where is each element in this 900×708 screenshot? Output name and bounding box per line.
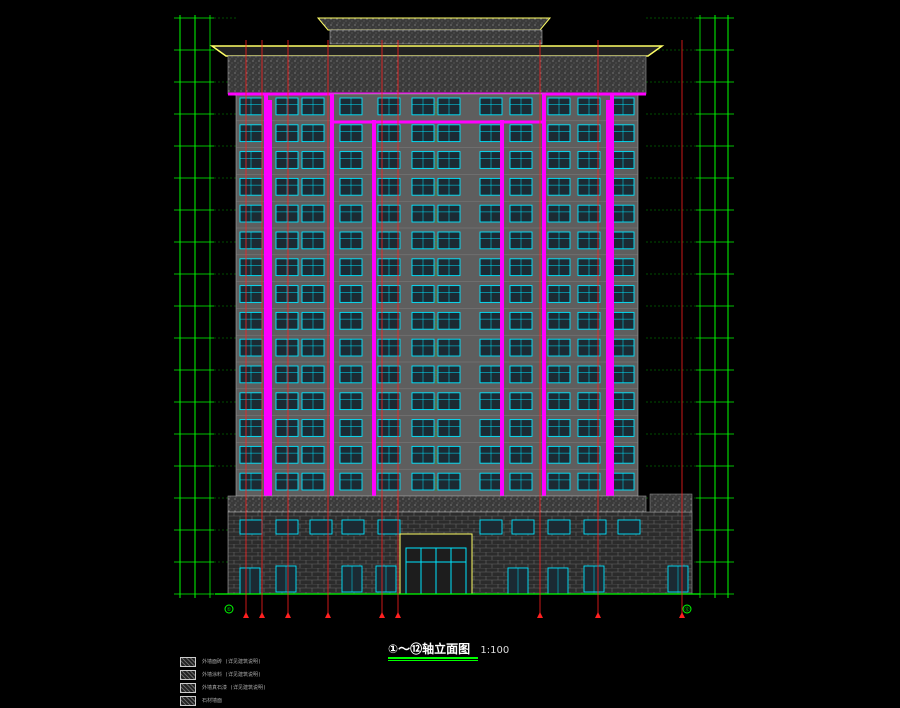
annotation-leaders: [243, 40, 685, 618]
legend-item: 外墙面砖 (详见建筑说明): [180, 656, 266, 667]
leader-marker: [537, 612, 543, 618]
legend-text: 外墙涂料 (详见建筑说明): [202, 672, 262, 678]
pillar: [542, 94, 546, 496]
title-underline: [388, 657, 478, 659]
legend-item: 石材墙面: [180, 695, 266, 706]
title-scale: 1:100: [480, 645, 510, 656]
legend-swatch: [180, 669, 196, 680]
legend-swatch: [180, 656, 196, 667]
leader-marker: [679, 612, 685, 618]
leader-marker: [325, 612, 331, 618]
legend-swatch: [180, 682, 196, 693]
drawing-title: ①～⑫轴立面图 1:100: [388, 640, 509, 657]
pillar: [372, 120, 376, 496]
podium-window: [239, 519, 263, 535]
podium-window: [547, 519, 571, 535]
left-dimension-chain: [174, 15, 236, 598]
pillar: [500, 120, 504, 496]
leader-marker: [379, 612, 385, 618]
legend-text: 外墙面砖 (详见建筑说明): [202, 659, 262, 665]
leader-marker: [285, 612, 291, 618]
material-legend: 外墙面砖 (详见建筑说明) 外墙涂料 (详见建筑说明) 外墙真石漆 (详见建筑说…: [180, 656, 266, 708]
legend-text: 石材墙面: [202, 698, 223, 704]
pillar: [264, 94, 268, 496]
podium-window: [275, 519, 299, 535]
leader-marker: [595, 612, 601, 618]
pillar: [606, 100, 610, 496]
podium-window: [377, 519, 401, 535]
podium: [215, 493, 700, 595]
leader-marker: [259, 612, 265, 618]
podium-window: [479, 519, 503, 535]
axis-label-left: ①: [227, 607, 232, 613]
roof-crown: [209, 17, 665, 96]
pillar: [610, 94, 614, 496]
legend-text: 外墙真石漆 (详见建筑说明): [202, 685, 267, 691]
legend-item: 外墙涂料 (详见建筑说明): [180, 669, 266, 680]
leader-marker: [395, 612, 401, 618]
title-underline-thin: [388, 660, 478, 661]
main-entrance: [399, 533, 473, 595]
axis-markers: ① ⑫: [224, 604, 692, 614]
pillar: [330, 94, 334, 496]
legend-swatch: [180, 695, 196, 706]
axis-label-right: ⑫: [684, 606, 689, 613]
title-text: ①～⑫轴立面图: [388, 642, 471, 656]
podium-window: [511, 519, 535, 535]
podium-window: [341, 519, 365, 535]
pillar: [268, 100, 272, 496]
legend-item: 外墙真石漆 (详见建筑说明): [180, 682, 266, 693]
tower-body: [235, 92, 639, 497]
podium-window: [617, 519, 641, 535]
podium-window: [583, 519, 607, 535]
podium-window: [309, 519, 333, 535]
leader-marker: [243, 612, 249, 618]
